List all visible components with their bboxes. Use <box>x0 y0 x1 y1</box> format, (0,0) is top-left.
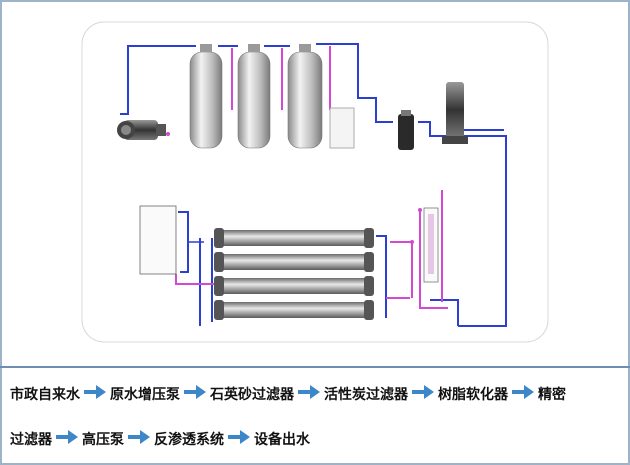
inlet-pipe <box>120 45 160 115</box>
softener-tank <box>287 44 323 149</box>
water-treatment-diagram <box>81 21 549 343</box>
arrow-right-icon <box>512 385 534 403</box>
process-line-1: 市政自来水 原水增压泵 石英砂过滤器 活性炭过滤器 树脂软化器 精密 <box>10 384 568 404</box>
sand-filter-tank <box>189 44 223 149</box>
ro-membranes <box>214 228 374 320</box>
step-sand-filter: 石英砂过滤器 <box>210 387 294 403</box>
carbon-filter-tank <box>237 44 271 149</box>
process-line-2: 过滤器 高压泵 反渗透系统 设备出水 <box>10 429 312 449</box>
step-outlet: 设备出水 <box>254 432 310 448</box>
brine-tank <box>329 107 355 149</box>
step-carbon-filter: 活性炭过滤器 <box>324 387 408 403</box>
step-booster-pump: 原水增压泵 <box>110 387 180 403</box>
step-ro-system: 反渗透系统 <box>154 432 224 448</box>
security-filter <box>398 110 414 150</box>
product-tank <box>139 205 177 275</box>
step-softener: 树脂软化器 <box>438 387 508 403</box>
arrow-right-icon <box>228 430 250 448</box>
arrow-right-icon <box>128 430 150 448</box>
step-precision-filter-part1: 精密 <box>538 387 566 403</box>
arrow-right-icon <box>412 385 434 403</box>
step-high-pressure-pump: 高压泵 <box>82 432 124 448</box>
arrow-right-icon <box>56 430 78 448</box>
arrow-right-icon <box>298 385 320 403</box>
section-divider <box>0 366 630 368</box>
booster-pump <box>117 120 166 140</box>
arrow-right-icon <box>184 385 206 403</box>
step-precision-filter-part2: 过滤器 <box>10 432 52 448</box>
arrow-right-icon <box>84 385 106 403</box>
high-pressure-pump <box>442 82 468 144</box>
step-tap-water: 市政自来水 <box>10 387 80 403</box>
